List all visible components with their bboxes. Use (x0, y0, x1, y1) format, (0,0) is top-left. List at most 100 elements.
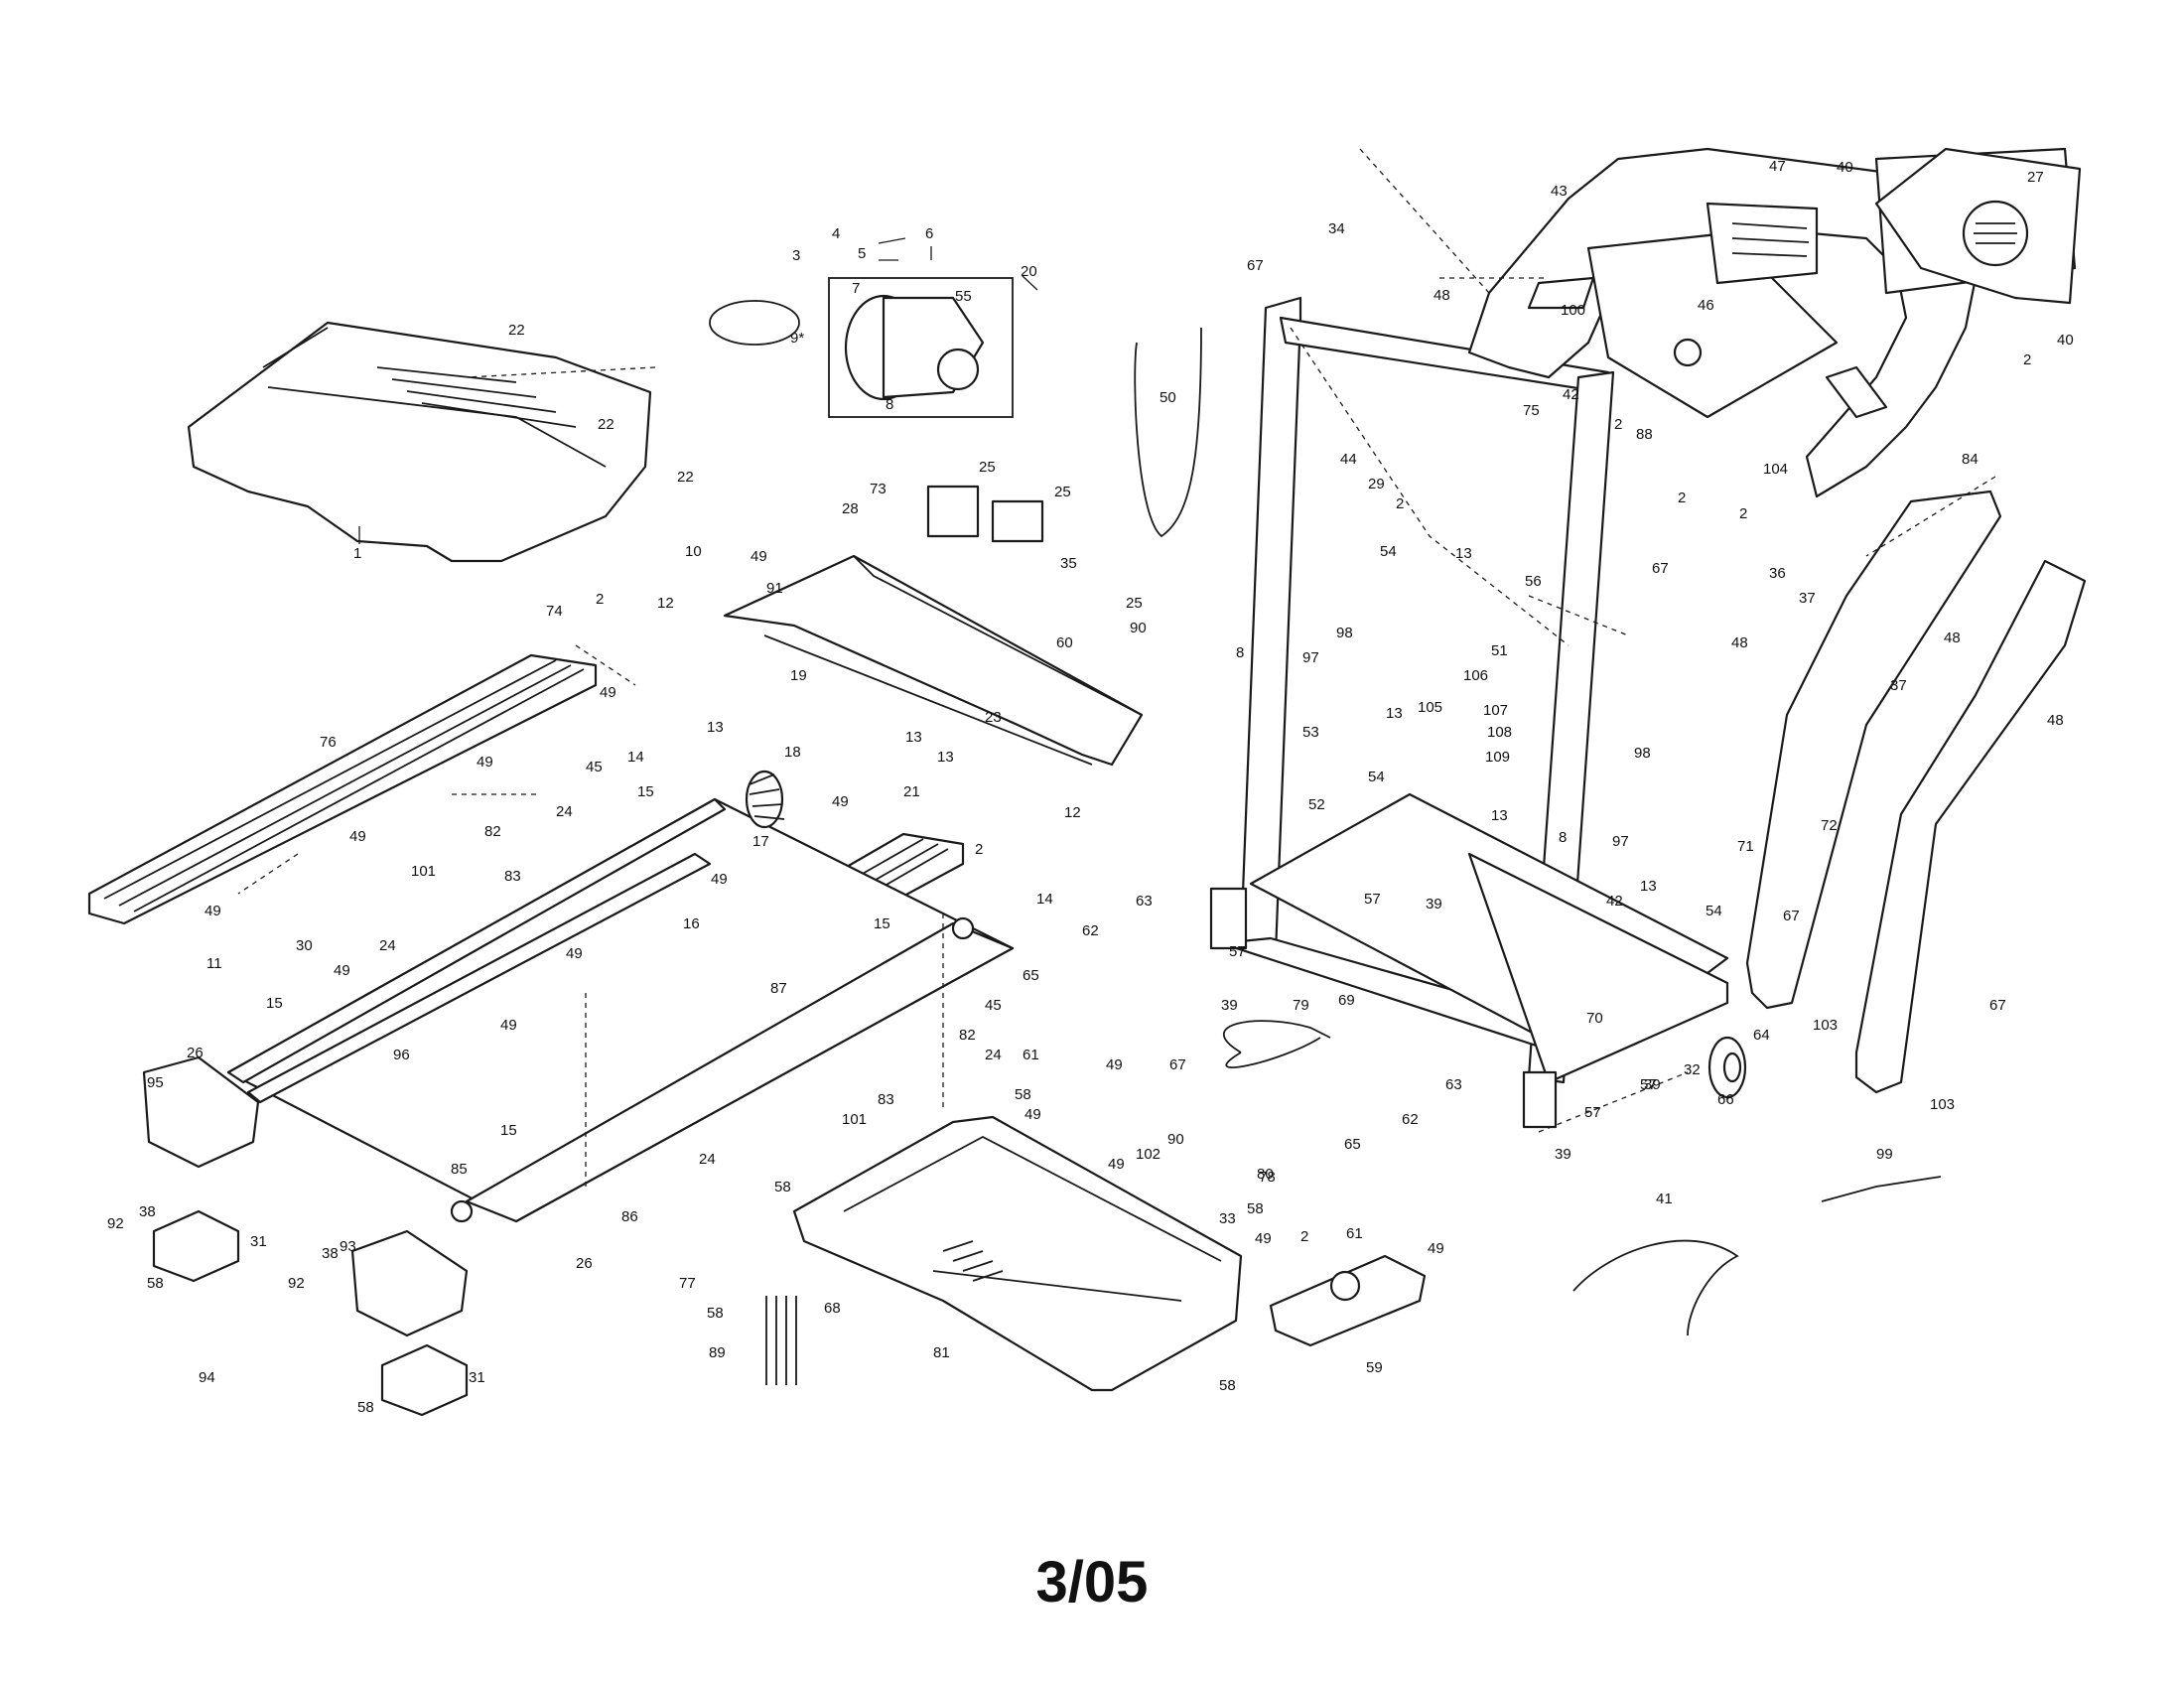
callout-68: 68 (824, 1300, 841, 1317)
callout-27: 27 (2027, 169, 2044, 186)
callout-67: 67 (1247, 257, 1264, 274)
callout-29: 29 (1368, 476, 1385, 492)
callout-35: 35 (1060, 555, 1077, 572)
callout-58: 58 (357, 1399, 374, 1416)
callout-54: 54 (1380, 543, 1397, 560)
callout-36: 36 (1769, 565, 1786, 582)
callout-48: 48 (1731, 634, 1748, 651)
callout-76: 76 (320, 734, 337, 751)
callout-49: 49 (205, 903, 221, 919)
page-label: 3/05 (1035, 1550, 1149, 1614)
callout-62: 62 (1402, 1111, 1419, 1128)
callout-31: 31 (469, 1369, 485, 1386)
callout-64: 64 (1753, 1027, 1770, 1044)
callout-70: 70 (1586, 1010, 1603, 1027)
rear-display-cover (1874, 147, 2082, 305)
callout-44: 44 (1340, 451, 1357, 468)
callout-22: 22 (508, 322, 525, 339)
callout-19: 19 (790, 667, 807, 684)
callout-2: 2 (1614, 416, 1622, 433)
callout-2: 2 (1678, 490, 1686, 506)
callout-59: 59 (1366, 1359, 1383, 1376)
callout-92: 92 (288, 1275, 305, 1292)
callout-38: 38 (322, 1245, 339, 1262)
callout-55: 55 (955, 288, 972, 305)
callout-93: 93 (340, 1238, 356, 1255)
callout-61: 61 (1023, 1047, 1039, 1063)
callout-28: 28 (842, 500, 859, 517)
callout-2: 2 (1396, 495, 1404, 512)
callout-98: 98 (1634, 745, 1651, 762)
callout-14: 14 (627, 749, 644, 766)
callout-52: 52 (1308, 796, 1325, 813)
callout-16: 16 (683, 915, 700, 932)
callout-57: 57 (1584, 1104, 1601, 1121)
callout-58: 58 (147, 1275, 164, 1292)
callout-15: 15 (500, 1122, 517, 1139)
callout-38: 38 (139, 1203, 156, 1220)
callout-65: 65 (1344, 1136, 1361, 1153)
callout-5: 5 (858, 245, 866, 262)
controller-board (1269, 1254, 1427, 1347)
callout-23: 23 (985, 709, 1002, 726)
callout-49: 49 (600, 684, 616, 701)
callout-8: 8 (886, 396, 893, 413)
callout-42: 42 (1606, 893, 1623, 910)
front-roller-pulley (745, 770, 785, 829)
callout-95: 95 (147, 1074, 164, 1091)
callout-39: 39 (1644, 1076, 1661, 1093)
callout-84: 84 (1962, 451, 1979, 468)
callout-94: 94 (199, 1369, 215, 1386)
callout-45: 45 (586, 759, 603, 775)
callout-39: 39 (1555, 1146, 1571, 1163)
callout-8: 8 (1559, 829, 1567, 846)
callout-7: 7 (852, 280, 860, 297)
callout-22: 22 (598, 416, 614, 433)
callout-67: 67 (1783, 908, 1800, 924)
assembly-guide-lines (237, 148, 1996, 1192)
callout-25: 25 (1054, 484, 1071, 500)
callout-20: 20 (1021, 263, 1037, 280)
callout-49: 49 (832, 793, 849, 810)
callout-49: 49 (349, 828, 366, 845)
left-deck-rail (87, 653, 598, 925)
callout-49: 49 (477, 754, 493, 771)
callout-108: 108 (1487, 724, 1512, 741)
callout-67: 67 (1989, 997, 2006, 1014)
callout-49: 49 (751, 548, 767, 565)
callout-46: 46 (1698, 297, 1714, 314)
callout-13: 13 (1455, 545, 1472, 562)
callout-11: 11 (206, 955, 222, 972)
callout-2: 2 (596, 591, 604, 608)
callout-49: 49 (500, 1017, 517, 1034)
callout-49: 49 (711, 871, 728, 888)
callout-31: 31 (250, 1233, 267, 1250)
callout-77: 77 (679, 1275, 696, 1292)
callout-51: 51 (1491, 642, 1508, 659)
callout-48: 48 (1944, 630, 1961, 646)
callout-3: 3 (792, 247, 800, 264)
callout-22: 22 (677, 469, 694, 486)
callout-87: 87 (770, 980, 787, 997)
rear-foot-left (142, 1055, 260, 1283)
callout-66: 66 (1717, 1091, 1734, 1108)
callout-50: 50 (1160, 389, 1176, 406)
callout-67: 67 (1652, 560, 1669, 577)
callout-56: 56 (1525, 573, 1542, 590)
callout-100: 100 (1561, 302, 1585, 319)
callout-14: 14 (1036, 891, 1053, 908)
callout-15: 15 (874, 915, 890, 932)
callout-13: 13 (905, 729, 922, 746)
wire-harness (1134, 327, 1942, 1336)
callout-54: 54 (1706, 903, 1722, 919)
callout-13: 13 (1491, 807, 1508, 824)
callout-58: 58 (1015, 1086, 1031, 1103)
callout-75: 75 (1523, 402, 1540, 419)
callout-53: 53 (1302, 724, 1319, 741)
callout-39: 39 (1221, 997, 1238, 1014)
callout-57: 57 (1229, 943, 1246, 960)
callout-2: 2 (1739, 505, 1747, 522)
callout-62: 62 (1082, 922, 1099, 939)
callout-106: 106 (1463, 667, 1488, 684)
